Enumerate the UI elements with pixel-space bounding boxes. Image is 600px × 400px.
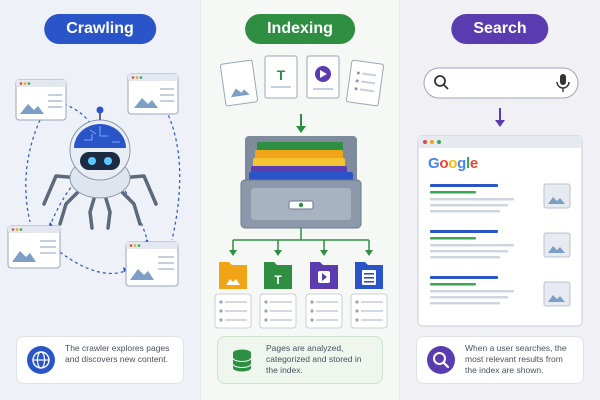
indexing-title: Indexing: [245, 14, 355, 44]
folder-icon: [219, 262, 247, 289]
indexing-caption: Pages are analyzed, categorized and stor…: [266, 343, 362, 375]
page-thumbnail-icon: [15, 79, 67, 121]
indexing-illustration: T: [214, 55, 388, 329]
document-icon: [345, 59, 385, 107]
indexing-caption-box: Pages are analyzed, categorized and stor…: [217, 336, 383, 384]
crawling-caption-box: The crawler explores pages and discovers…: [16, 336, 184, 384]
document-icon: [306, 55, 340, 99]
google-logo-letter: l: [466, 155, 470, 172]
search-caption: When a user searches, the most relevant …: [465, 343, 567, 375]
google-logo: Google: [428, 155, 478, 172]
crawling-illustration: [7, 73, 181, 287]
page-thumbnail-icon: [125, 241, 179, 287]
search-bar[interactable]: [423, 67, 579, 99]
google-logo-letter: g: [457, 155, 466, 172]
file-cabinet-icon: [240, 136, 362, 229]
folder-icon: [310, 262, 338, 289]
google-logo-letter: o: [439, 155, 449, 172]
google-logo-letter: G: [428, 155, 440, 172]
crawling-panel: Crawling: [0, 0, 200, 400]
result-thumbnail-icon: [543, 281, 571, 307]
database-icon: [228, 346, 256, 374]
globe-icon: [27, 346, 55, 374]
search-illustration: [417, 67, 583, 327]
microphone-icon: [556, 74, 570, 92]
document-icon: T: [264, 55, 298, 99]
search-title: Search: [451, 14, 549, 44]
search-panel: Search: [400, 0, 600, 400]
svg-text:T: T: [274, 273, 282, 287]
result-thumbnail-icon: [543, 232, 571, 258]
google-logo-letter: e: [469, 155, 478, 172]
folder-icon: T: [264, 262, 292, 289]
folder-icon: [355, 262, 383, 289]
crawling-caption: The crawler explores pages and discovers…: [65, 343, 170, 364]
search-caption-box: When a user searches, the most relevant …: [416, 336, 584, 384]
result-thumbnail-icon: [543, 183, 571, 209]
magnifier-icon: [427, 346, 455, 374]
document-icon: [219, 59, 259, 107]
search-icon: [434, 75, 449, 90]
svg-text:T: T: [277, 67, 286, 83]
crawling-title: Crawling: [44, 14, 156, 44]
page-thumbnail-icon: [127, 73, 179, 115]
crawler-robot-icon: [42, 106, 158, 230]
page-thumbnail-icon: [7, 225, 61, 269]
google-logo-letter: o: [448, 155, 458, 172]
indexing-panel: Indexing T: [200, 0, 400, 400]
